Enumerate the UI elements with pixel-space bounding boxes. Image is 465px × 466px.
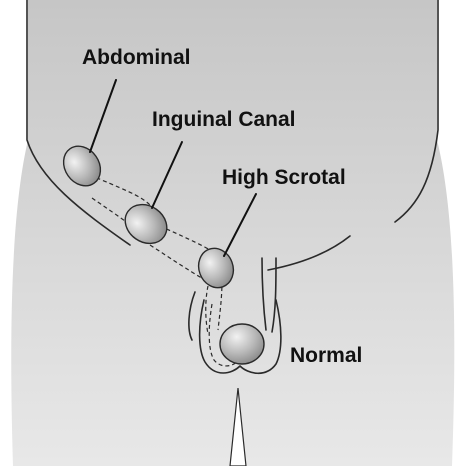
label-inguinal-canal: Inguinal Canal (152, 108, 296, 131)
label-high-scrotal: High Scrotal (222, 166, 346, 189)
label-abdominal: Abdominal (82, 46, 191, 69)
torso-body (11, 0, 454, 466)
label-normal: Normal (290, 344, 362, 367)
testis-normal (220, 324, 264, 364)
